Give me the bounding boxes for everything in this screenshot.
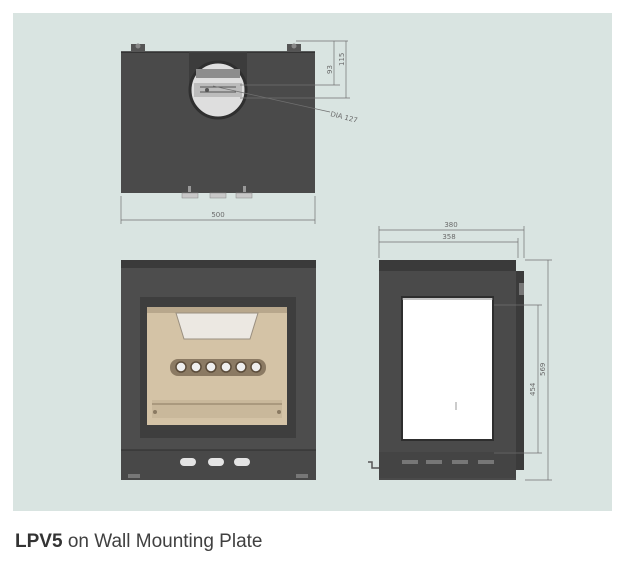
side-view: 380 358 454 569 bbox=[368, 221, 552, 481]
figure-caption: LPV5 on Wall Mounting Plate bbox=[15, 531, 263, 553]
dim-plate-width: 500 bbox=[211, 211, 224, 219]
dim-height-inner: 454 bbox=[529, 382, 537, 396]
front-view bbox=[121, 260, 316, 480]
dim-depth-outer: 380 bbox=[444, 221, 457, 229]
model-name: LPV5 bbox=[15, 531, 63, 552]
dim-flue-diameter: DIA 127 bbox=[330, 110, 359, 124]
top-view: 93 115 DIA 127 500 bbox=[120, 40, 359, 224]
side-window bbox=[401, 296, 494, 441]
caption-text: on Wall Mounting Plate bbox=[67, 531, 263, 552]
baffle bbox=[175, 312, 259, 340]
dim-depth-inner: 358 bbox=[442, 233, 455, 241]
dim-flue-offset: 93 bbox=[326, 65, 334, 74]
dim-height-outer: 569 bbox=[539, 363, 547, 376]
dim-flue-offset-outer: 115 bbox=[338, 53, 346, 66]
